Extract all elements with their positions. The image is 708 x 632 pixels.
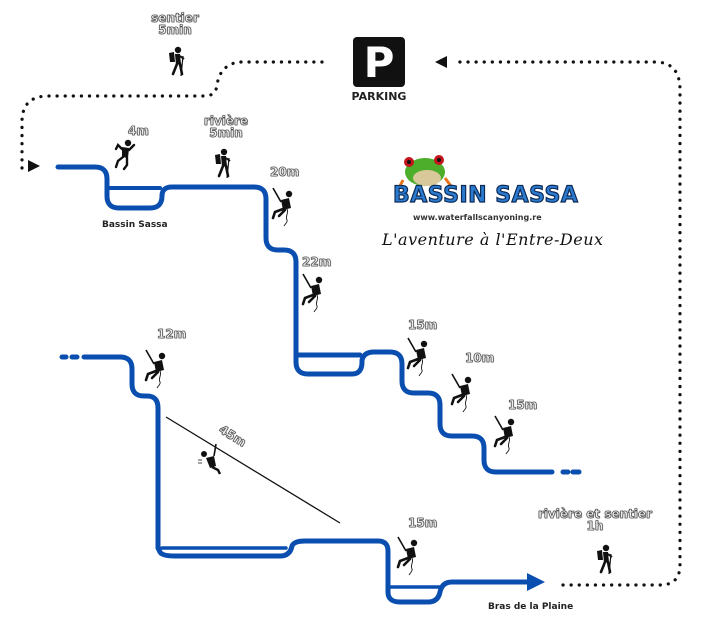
approach-hiker-icon bbox=[167, 45, 186, 78]
zipline-cable bbox=[165, 416, 341, 524]
rappel-15m-a-label: 15m bbox=[408, 318, 438, 332]
exit-label: Bras de la Plaine bbox=[488, 602, 574, 612]
rappel-22m-icon bbox=[301, 272, 324, 314]
start-arrow-icon bbox=[28, 160, 40, 172]
river-hiker-icon bbox=[213, 147, 232, 180]
rappel-20m-icon bbox=[271, 186, 294, 228]
rappel-15m-c-icon bbox=[396, 535, 419, 577]
brand-title: BASSIN SASSA bbox=[392, 182, 579, 208]
river-upper bbox=[55, 164, 582, 475]
return-hiker-icon bbox=[595, 543, 614, 576]
rappel-10m-icon bbox=[450, 372, 473, 414]
parking-sign: P bbox=[353, 37, 405, 87]
rappel-15m-c-label: 15m bbox=[408, 516, 438, 530]
rappel-15m-a-icon bbox=[406, 336, 429, 378]
start-pool-label: Bassin Sassa bbox=[102, 220, 168, 230]
approach-trail bbox=[20, 60, 324, 170]
parking-label: PARKING bbox=[351, 90, 407, 103]
jump-4m-label: 4m bbox=[128, 124, 149, 138]
rappel-15m-b-icon bbox=[493, 414, 516, 456]
river-lower bbox=[59, 354, 533, 605]
zipline-icon bbox=[198, 443, 222, 475]
tagline: L'aventure à l'Entre-Deux bbox=[382, 230, 604, 249]
end-arrow-icon bbox=[435, 56, 447, 68]
rappel-12m-icon bbox=[144, 348, 167, 390]
jumper-icon bbox=[114, 139, 136, 171]
rappel-22m-label: 22m bbox=[302, 255, 332, 269]
exit-arrow-icon bbox=[527, 573, 545, 591]
rappel-20m-label: 20m bbox=[270, 165, 300, 179]
frog-logo-icon bbox=[397, 155, 453, 189]
return-trail bbox=[453, 60, 682, 587]
website-link[interactable]: www.waterfallscanyoning.re bbox=[413, 213, 542, 222]
rappel-10m-label: 10m bbox=[465, 351, 495, 365]
rappel-15m-b-label: 15m bbox=[508, 398, 538, 412]
rappel-12m-label: 12m bbox=[157, 327, 187, 341]
